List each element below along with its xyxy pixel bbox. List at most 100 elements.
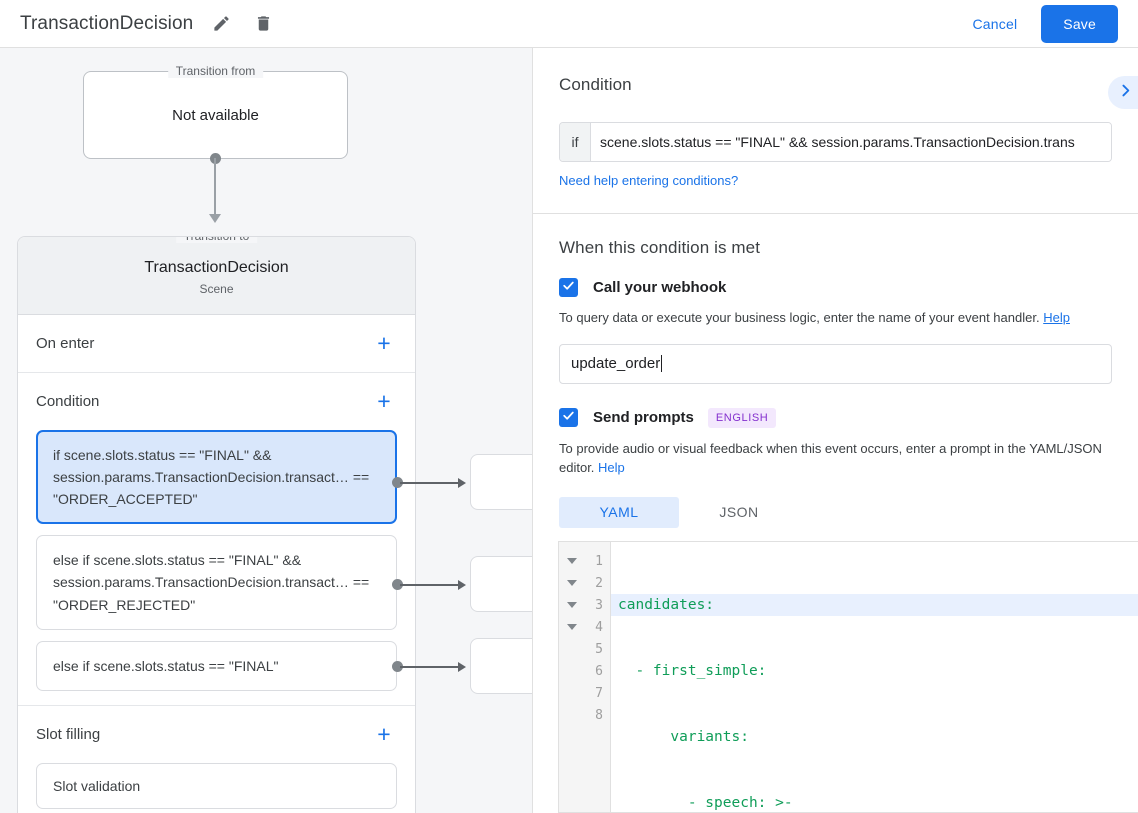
condition-help-link[interactable]: Need help entering conditions?	[559, 173, 739, 188]
connector-arrow-icon	[458, 478, 466, 488]
pencil-icon	[212, 14, 231, 33]
fold-arrow-icon[interactable]	[567, 580, 577, 586]
fold-arrow-icon[interactable]	[567, 602, 577, 608]
condition-list-item[interactable]: else if scene.slots.status == "FINAL"	[36, 640, 397, 691]
line-number: 2	[595, 575, 603, 591]
add-condition-button[interactable]: +	[377, 388, 391, 414]
chevron-right-icon	[1117, 82, 1134, 104]
transition-from-node[interactable]: Transition from Not available	[83, 64, 348, 159]
section-condition-title: Condition	[36, 393, 100, 410]
code-line: variants:	[618, 729, 749, 745]
gutter-row: 1	[559, 550, 610, 572]
webhook-description: To query data or execute your business l…	[559, 308, 1112, 328]
connector-dot	[392, 477, 403, 488]
fold-arrow-icon[interactable]	[567, 624, 577, 630]
webhook-handler-input[interactable]: update_order	[559, 343, 1112, 384]
webhook-label: Call your webhook	[593, 279, 727, 296]
line-number: 6	[595, 663, 603, 679]
scene-card: Transition to TransactionDecision Scene …	[17, 236, 416, 813]
gutter-row: 8	[559, 704, 610, 726]
add-slot-filling-button[interactable]: +	[377, 720, 391, 747]
tab-json[interactable]: JSON	[719, 504, 759, 520]
tab-yaml[interactable]: YAML	[559, 496, 679, 528]
code-line: - first_simple:	[618, 663, 767, 679]
page-title: TransactionDecision	[20, 12, 194, 34]
when-met-heading: When this condition is met	[559, 238, 761, 257]
gutter-row: 2	[559, 572, 610, 594]
fold-arrow-icon[interactable]	[567, 558, 577, 564]
edge-vertical-line	[214, 158, 216, 218]
cancel-button[interactable]: Cancel	[961, 8, 1030, 40]
language-badge: ENGLISH	[707, 407, 777, 428]
app-header: TransactionDecision Cancel Save	[0, 0, 1138, 48]
canvas-inner: Transition from Not available Transition…	[0, 48, 532, 813]
line-number: 4	[595, 619, 603, 635]
gutter-row: 6	[559, 660, 610, 682]
line-number: 3	[595, 597, 603, 613]
scene-graph-canvas[interactable]: Transition from Not available Transition…	[0, 48, 532, 813]
prompts-checkbox-row[interactable]: Send prompts ENGLISH	[559, 407, 1112, 428]
webhook-help-link[interactable]: Help	[1043, 310, 1070, 325]
panel-expand-button[interactable]	[1108, 76, 1138, 109]
target-node-stub[interactable]	[470, 556, 532, 612]
webhook-checkbox[interactable]	[559, 278, 578, 297]
section-slot-filling-header: Slot filling +	[36, 706, 397, 763]
when-condition-met-section: When this condition is met Call your web…	[533, 214, 1138, 528]
code-line: candidates:	[611, 594, 1138, 616]
connector-arrow-icon	[458, 580, 466, 590]
editor-format-tabs: YAML JSON	[559, 496, 1112, 528]
condition-heading: Condition	[559, 75, 632, 94]
prompts-help-link[interactable]: Help	[598, 460, 625, 475]
section-condition: Condition + if scene.slots.status == "FI…	[18, 373, 415, 706]
transition-to-legend: Transition to	[175, 236, 258, 243]
connector-arrow-icon	[458, 662, 466, 672]
target-node-stub[interactable]	[470, 638, 532, 694]
condition-list-item[interactable]: if scene.slots.status == "FINAL" && sess…	[36, 430, 397, 525]
prompts-checkbox[interactable]	[559, 408, 578, 427]
condition-input-row[interactable]: if scene.slots.status == "FINAL" && sess…	[559, 122, 1112, 162]
webhook-checkbox-row[interactable]: Call your webhook	[559, 278, 1112, 297]
condition-section: Condition if scene.slots.status == "FINA…	[533, 48, 1138, 190]
delete-button[interactable]	[249, 10, 277, 38]
target-node-stub[interactable]	[470, 454, 532, 510]
panel-divider	[533, 213, 1138, 214]
code-line: - speech: >-	[618, 795, 793, 811]
if-prefix-label: if	[560, 123, 591, 161]
gutter-row: 5	[559, 638, 610, 660]
gutter-row: 4	[559, 616, 610, 638]
condition-input[interactable]: scene.slots.status == "FINAL" && session…	[591, 123, 1111, 161]
connector-line	[400, 584, 462, 586]
section-slot-filling-title: Slot filling	[36, 725, 101, 743]
connector-line	[400, 666, 462, 668]
slot-filling-list: Slot validation	[36, 762, 397, 813]
transition-from-title: Not available	[172, 106, 259, 124]
editor-code-area[interactable]: candidates: - first_simple: variants: - …	[611, 542, 1138, 812]
gutter-row: 3	[559, 594, 610, 616]
text-caret	[661, 355, 663, 372]
transition-to-node[interactable]: Transition to TransactionDecision Scene	[18, 236, 415, 315]
slot-validation-item[interactable]: Slot validation	[36, 762, 397, 809]
add-on-enter-button[interactable]: +	[377, 330, 391, 356]
check-icon	[562, 409, 575, 427]
condition-list: if scene.slots.status == "FINAL" && sess…	[36, 430, 397, 705]
connector-dot	[392, 579, 403, 590]
scene-name: TransactionDecision	[144, 259, 289, 276]
edit-title-button[interactable]	[207, 10, 235, 38]
prompts-description: To provide audio or visual feedback when…	[559, 439, 1112, 478]
gutter-row: 7	[559, 682, 610, 704]
transition-from-legend: Transition from	[167, 64, 264, 78]
trash-icon	[254, 14, 273, 33]
line-number: 8	[595, 707, 603, 723]
line-number: 7	[595, 685, 603, 701]
connector-dot	[392, 661, 403, 672]
edge-arrow-down-icon	[209, 214, 221, 223]
section-slot-filling: Slot filling + Slot validation	[18, 706, 415, 813]
prompts-label: Send prompts	[593, 409, 694, 426]
line-number: 5	[595, 641, 603, 657]
webhook-handler-value: update_order	[571, 355, 661, 372]
webhook-description-text: To query data or execute your business l…	[559, 310, 1040, 325]
save-button[interactable]: Save	[1041, 4, 1118, 43]
condition-list-item[interactable]: else if scene.slots.status == "FINAL" &&…	[36, 535, 397, 630]
section-on-enter-header: On enter +	[36, 315, 397, 372]
yaml-code-editor[interactable]: 1 2 3 4 5 6 7 8 candidates: - first_simp…	[558, 541, 1138, 813]
